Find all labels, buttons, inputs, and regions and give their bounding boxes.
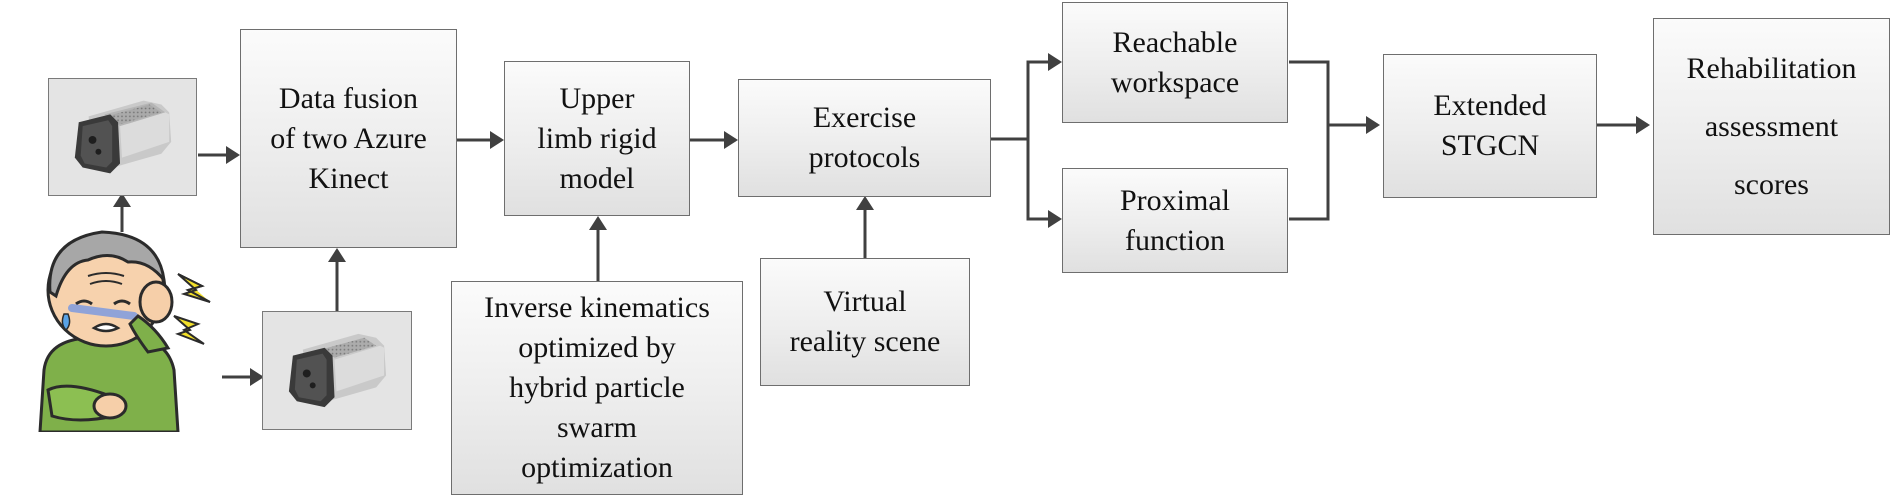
arrowhead-camera-bottom-in	[250, 368, 264, 386]
node-ik-line-3: hybrid particle	[509, 371, 685, 404]
node-vr-line-2: reality scene	[789, 325, 941, 358]
node-stgcn-line-2: STGCN	[1440, 129, 1540, 162]
arrow-exercise-to-reachable	[1026, 60, 1060, 139]
arrowhead-fusion-in-bottom	[328, 248, 346, 262]
node-vr-line-1: Virtual	[823, 285, 907, 318]
node-ik-line-4: swarm	[557, 411, 637, 444]
node-proximal-line-1: Proximal	[1120, 183, 1230, 217]
node-data-fusion-line-3: Kinect	[308, 161, 389, 195]
node-scores-line-3: scores	[1734, 167, 1809, 201]
node-ik-line-1: Inverse kinematics	[484, 291, 710, 324]
node-scores-line-1: Rehabilitation	[1686, 51, 1857, 85]
node-rigid-model-line-2: limb rigid	[537, 121, 657, 155]
node-exercise-protocols: Exercise protocols	[738, 79, 991, 197]
arrowhead-stgcn-in	[1366, 116, 1380, 134]
arrowhead-exercise-in-bottom	[856, 196, 874, 210]
node-reachable-line-2: workspace	[1110, 65, 1240, 99]
node-scores-line-2: assessment	[1704, 109, 1839, 143]
node-rigid-model-line-1: Upper	[559, 81, 635, 115]
node-ik-line-5: optimization	[521, 451, 673, 484]
node-data-fusion-line-2: of two Azure	[270, 121, 427, 155]
camera-bottom-box	[262, 311, 412, 430]
merge-reachable	[1289, 60, 1330, 221]
node-proximal-line-2: function	[1125, 223, 1225, 257]
arrowhead-rigid-model-in-bottom	[589, 216, 607, 230]
node-data-fusion: Data fusion of two Azure Kinect	[240, 29, 457, 248]
node-vr-scene: Virtual reality scene	[760, 258, 970, 386]
node-data-fusion-line-1: Data fusion	[278, 81, 419, 115]
arrowhead-reachable-in	[1048, 53, 1062, 71]
camera-top-box	[48, 78, 197, 196]
node-rigid-model-line-3: model	[559, 161, 635, 195]
node-proximal-function: Proximal function	[1062, 168, 1288, 273]
arrowhead-exercise-in-left	[724, 131, 738, 149]
arrowhead-fusion-in-top	[226, 146, 240, 164]
node-reachable-line-1: Reachable	[1112, 25, 1238, 59]
node-ik-line-2: optimized by	[518, 331, 676, 364]
node-extended-stgcn: Extended STGCN	[1383, 54, 1597, 198]
arrowhead-camera-top-in	[113, 193, 131, 207]
node-exercise-line-1: Exercise	[812, 101, 917, 134]
node-rehabilitation-scores: Rehabilitation assessment scores	[1653, 18, 1890, 235]
node-stgcn-line-1: Extended	[1433, 89, 1547, 122]
node-exercise-line-2: protocols	[808, 141, 921, 174]
azure-kinect-camera-icon	[49, 79, 196, 195]
arrowhead-scores-in	[1636, 116, 1650, 134]
arrow-exercise-to-proximal	[1026, 139, 1060, 221]
node-rigid-model: Upper limb rigid model	[504, 61, 690, 216]
arrowhead-rigid-model-in-left	[490, 131, 504, 149]
arrowhead-proximal-in	[1048, 210, 1062, 228]
node-reachable-workspace: Reachable workspace	[1062, 2, 1288, 123]
azure-kinect-camera-icon	[263, 312, 411, 429]
node-inverse-kinematics: Inverse kinematics optimized by hybrid p…	[451, 281, 743, 495]
elderly-patient-in-pain-icon	[38, 230, 211, 432]
